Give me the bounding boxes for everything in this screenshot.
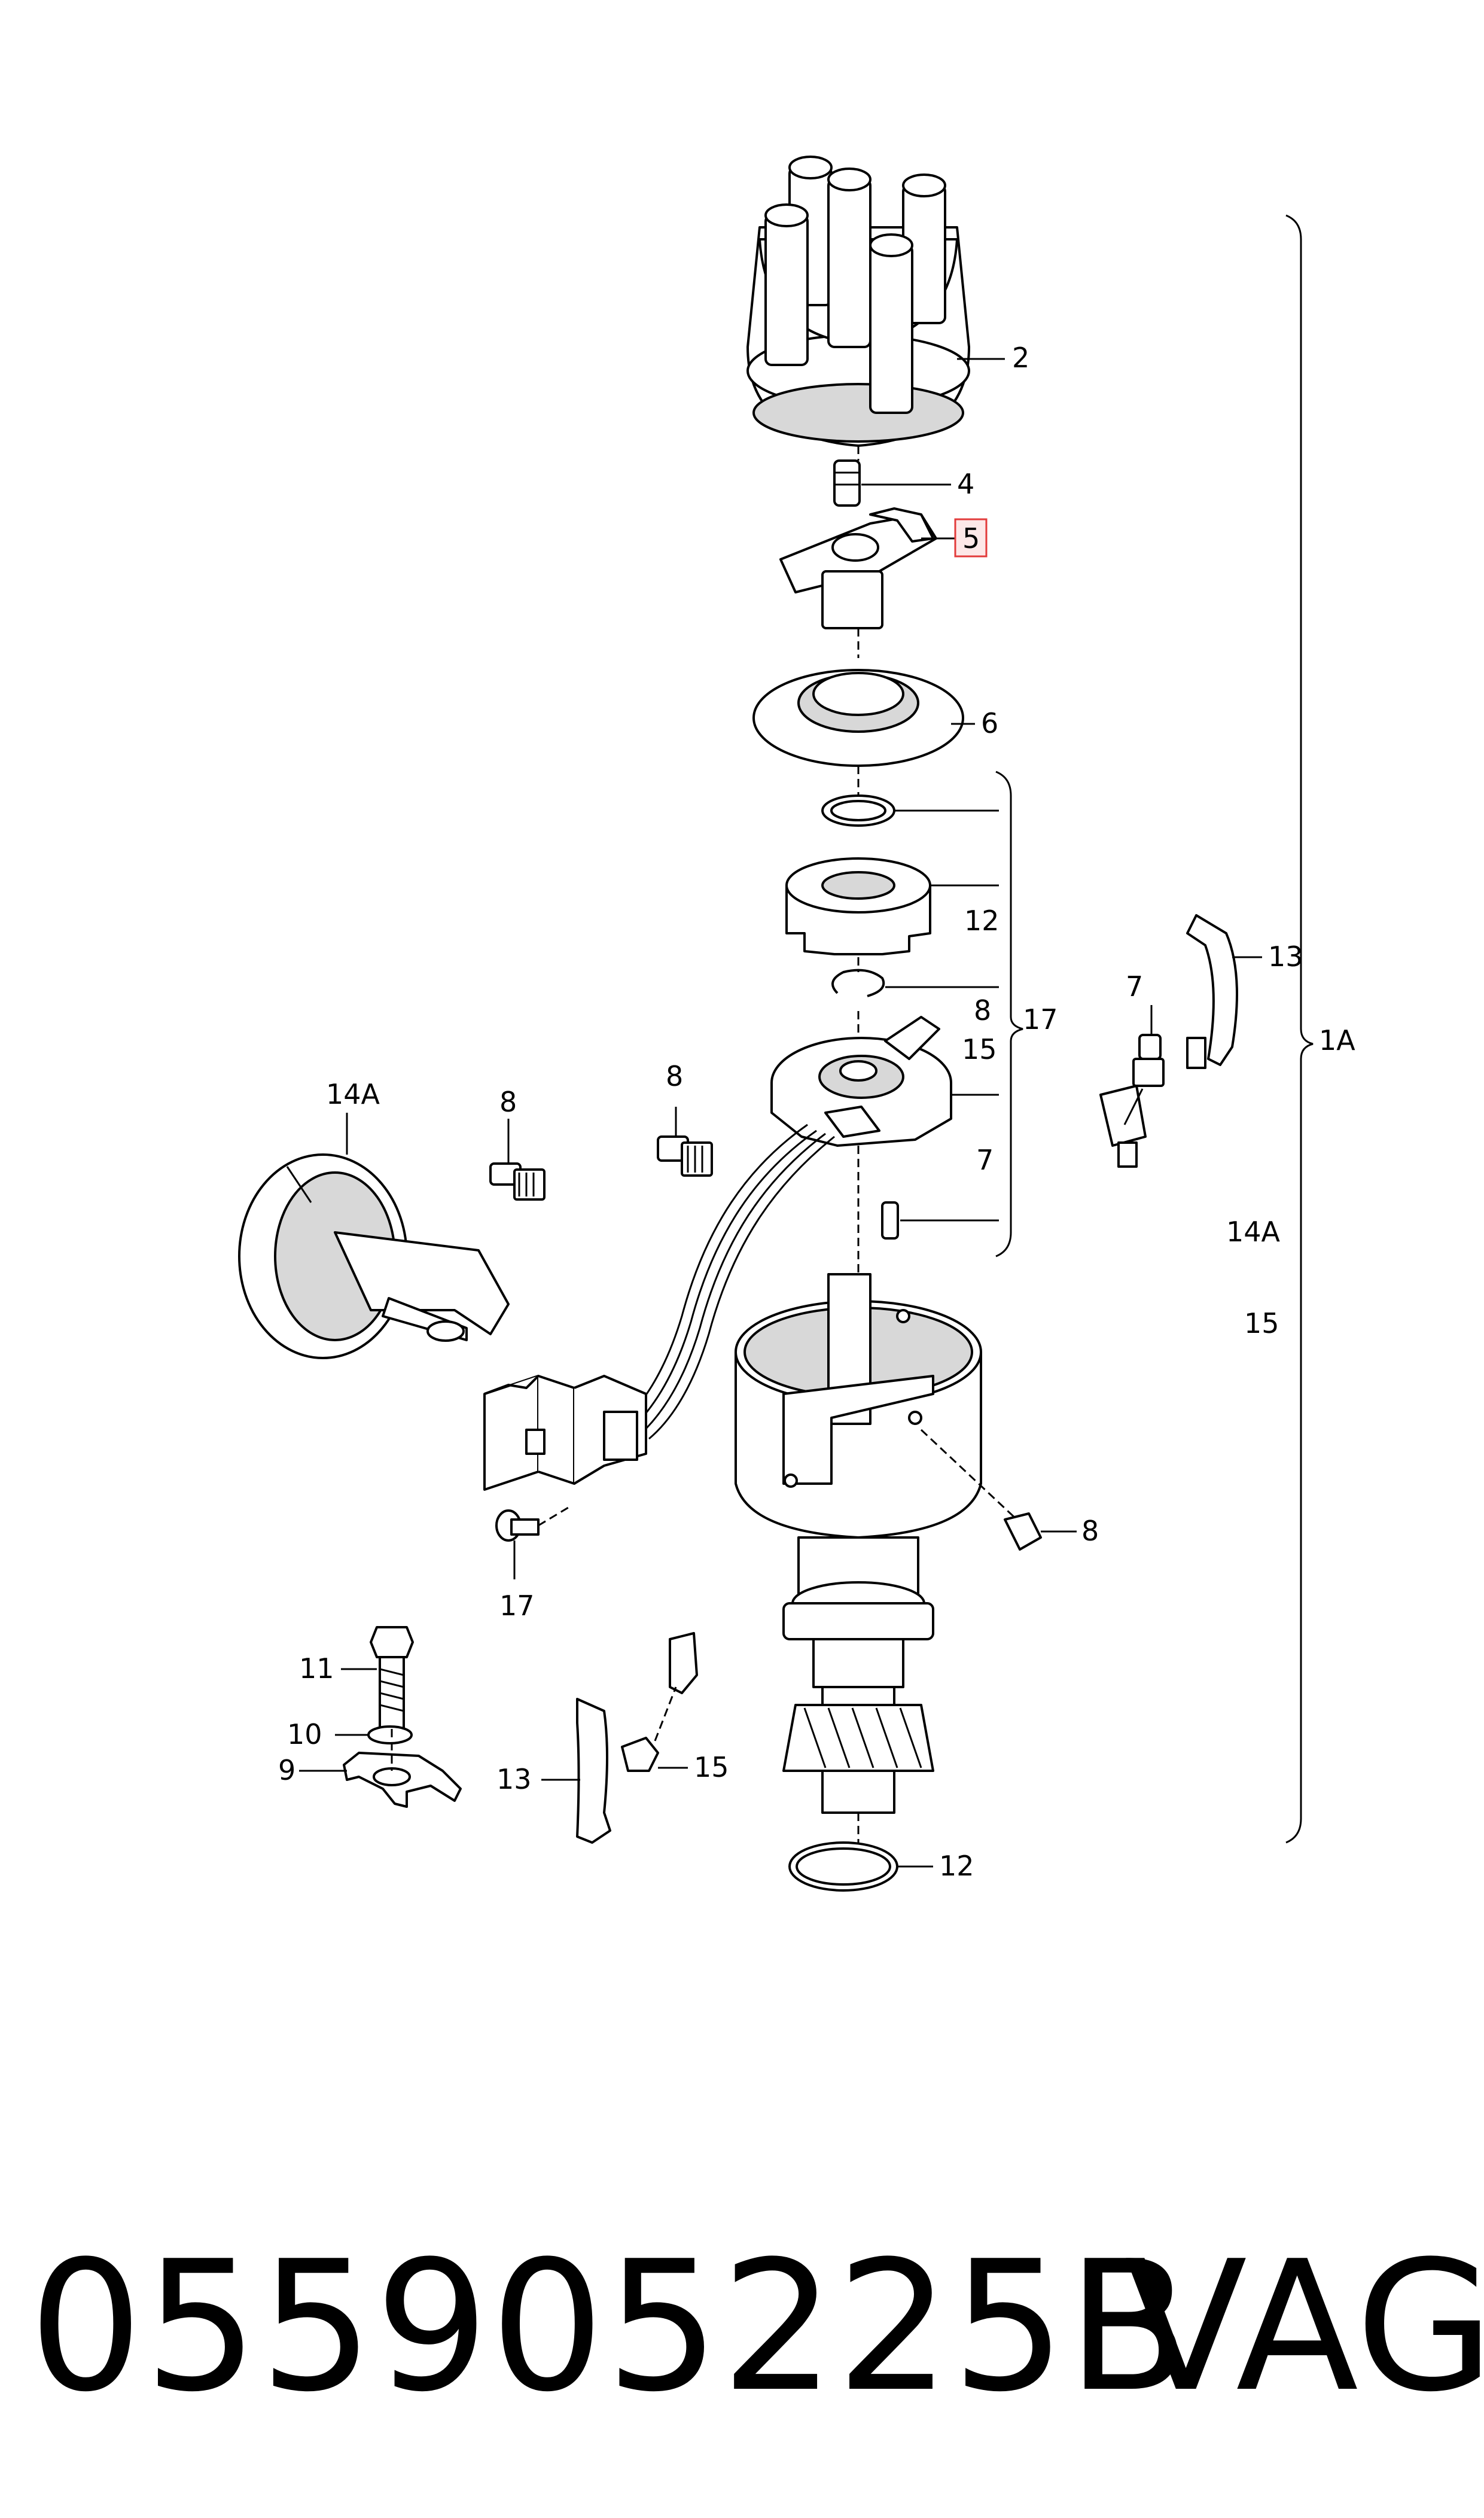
seal-ring [821, 794, 895, 827]
callout-12-upper: 12 [964, 905, 1000, 937]
locating-pin [881, 1201, 899, 1240]
circlip [831, 969, 885, 997]
dust-cover [752, 669, 964, 767]
screw-middle [657, 1135, 713, 1177]
callout-14A-left: 14A [326, 1078, 380, 1110]
callout-8-middle: 8 [666, 1060, 683, 1092]
callout-15-upper: 15 [962, 1033, 997, 1065]
sensor-plug-right [1099, 1085, 1147, 1168]
callout-1A: 1A [1319, 1024, 1355, 1056]
callout-labels: 2 4 5 6 12 8 15 17 7 7 13 1A 14A 15 14A … [278, 342, 1355, 1882]
distributor-cap [746, 156, 970, 447]
callout-2: 2 [1012, 342, 1029, 374]
callout-8-upper: 8 [974, 994, 991, 1027]
callout-5-highlight [954, 518, 988, 558]
spring-clip-lower [576, 1698, 611, 1844]
bearing-cover [785, 857, 931, 955]
distributor-housing [735, 1273, 982, 1539]
spring-clip-right [1186, 914, 1238, 1069]
footer: 055905225B VAG [0, 2225, 1484, 2453]
callout-17-upper: 17 [1023, 1003, 1058, 1036]
callout-13-right: 13 [1268, 940, 1303, 973]
callout-12-lower: 12 [939, 1850, 974, 1882]
callout-4: 4 [957, 468, 974, 500]
washer [367, 1725, 413, 1744]
callout-9: 9 [278, 1754, 295, 1786]
stud-right [1132, 1034, 1165, 1087]
drive-gear [782, 1704, 934, 1772]
callout-14A-right: 14A [1226, 1216, 1281, 1248]
base-plate-hall-sender [770, 1016, 952, 1147]
assembly-axis [391, 446, 860, 1843]
o-ring-bottom [788, 1841, 898, 1892]
bolt [370, 1626, 414, 1730]
callout-11: 11 [299, 1652, 334, 1685]
callout-7-right: 7 [1126, 970, 1143, 1003]
clamp-bracket [343, 1752, 462, 1808]
bracket-1A [1285, 214, 1314, 1844]
carbon-brush [833, 459, 861, 507]
wiring-harness [621, 1123, 835, 1440]
plug-pin [495, 1506, 569, 1542]
part-number: 055905225B [29, 2222, 1192, 2431]
brand-name: VAG [1125, 2222, 1484, 2431]
plug-connector [483, 1375, 647, 1491]
rotor-arm [779, 507, 937, 629]
callout-6: 6 [981, 707, 998, 739]
screw-left [489, 1162, 546, 1201]
bracket-17 [995, 771, 1023, 1258]
pin-lower [621, 1632, 698, 1772]
callout-13-lower: 13 [496, 1763, 532, 1795]
callout-15-lower: 15 [694, 1751, 729, 1783]
callout-5: 5 [962, 522, 980, 555]
vacuum-unit [238, 1153, 510, 1359]
screw-right [920, 1429, 1042, 1551]
callout-10: 10 [287, 1718, 322, 1750]
callout-15-right: 15 [1244, 1307, 1279, 1339]
callout-17-lower: 17 [499, 1590, 535, 1622]
callout-7-upper: 7 [976, 1144, 994, 1176]
leader-lines [299, 358, 1262, 1868]
callout-8-left: 8 [499, 1086, 517, 1118]
callout-8-housing: 8 [1081, 1515, 1099, 1547]
